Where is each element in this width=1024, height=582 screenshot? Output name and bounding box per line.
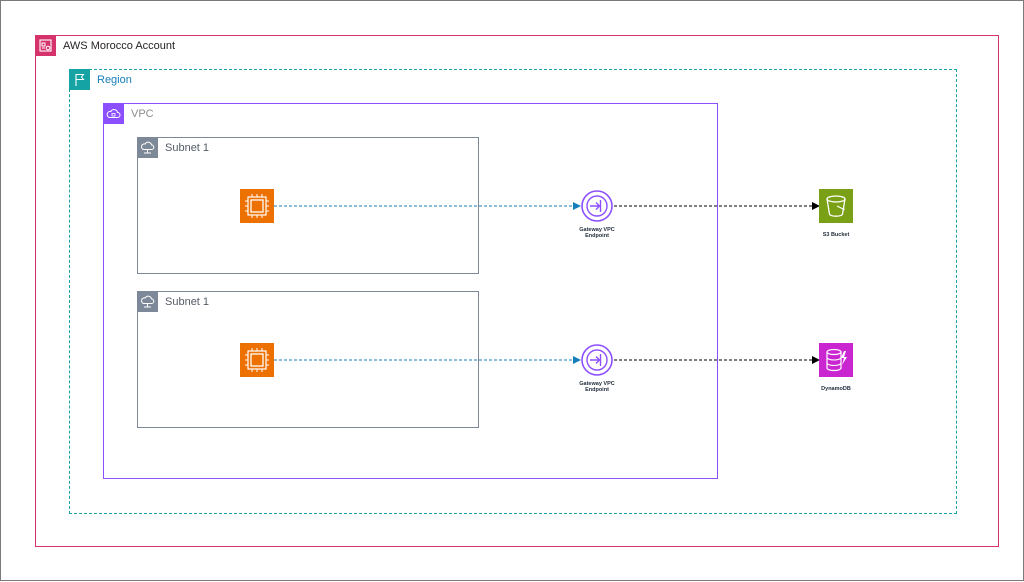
vpc-cloud-icon <box>103 103 124 124</box>
subnet-label: Subnet 1 <box>165 142 210 154</box>
dynamodb-label: DynamoDB <box>821 386 851 392</box>
endpoint-label-line1: Gateway VPC <box>579 381 615 387</box>
endpoint-label-line1: Gateway VPC <box>579 227 615 233</box>
account-group: AWS Morocco Account <box>35 35 999 547</box>
gateway-endpoint-2[interactable] <box>580 343 614 377</box>
ec2-instance-1[interactable] <box>240 189 274 223</box>
account-label: AWS Morocco Account <box>63 40 176 52</box>
dynamodb-icon <box>826 348 847 372</box>
subnet-group: Subnet 1 <box>137 291 479 428</box>
subnet-group: Subnet 1 <box>137 137 479 274</box>
subnet-icon <box>137 137 158 158</box>
region-group: Region <box>69 69 957 514</box>
subnet-icon <box>137 291 158 312</box>
gateway-endpoint-label: Gateway VPC Endpoint <box>567 227 627 239</box>
ec2-instance-icon <box>240 343 274 377</box>
s3-bucket-label: S3 Bucket <box>822 232 850 238</box>
ec2-instance-2[interactable] <box>240 343 274 377</box>
endpoint-label-line2: Endpoint <box>585 233 609 239</box>
gateway-endpoint-1[interactable] <box>580 189 614 223</box>
account-icon <box>35 35 56 56</box>
ec2-instance-icon <box>240 189 274 223</box>
s3-bucket-icon <box>826 195 846 217</box>
region-label: Region <box>97 74 132 86</box>
endpoint-label-line2: Endpoint <box>585 387 609 393</box>
subnet-label: Subnet 1 <box>165 296 210 308</box>
gateway-endpoint-label: Gateway VPC Endpoint <box>567 381 627 393</box>
vpc-label: VPC <box>131 108 154 120</box>
region-flag-icon <box>69 69 90 90</box>
vpc-endpoint-icon <box>581 344 613 376</box>
s3-bucket[interactable] <box>819 189 853 223</box>
dynamodb-table[interactable] <box>819 343 853 377</box>
vpc-group: VPC <box>103 103 718 479</box>
vpc-endpoint-icon <box>581 190 613 222</box>
